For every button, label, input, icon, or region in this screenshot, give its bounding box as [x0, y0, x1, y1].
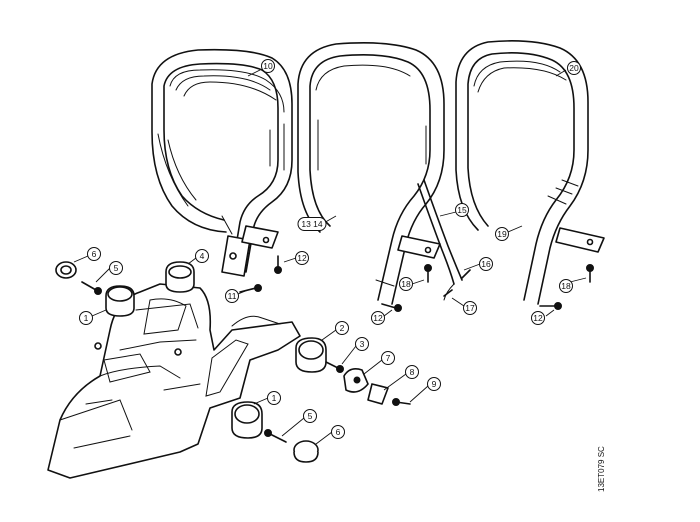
- callout-13-14: 13 14: [297, 217, 327, 231]
- svg-text:7: 7: [386, 353, 391, 363]
- svg-text:5: 5: [308, 411, 313, 421]
- svg-text:1: 1: [272, 393, 277, 403]
- callout-5-top: 5: [109, 261, 123, 275]
- leader-lines: [73, 69, 587, 445]
- svg-text:11: 11: [228, 291, 237, 301]
- callout-17: 17: [463, 301, 477, 315]
- svg-text:2: 2: [340, 323, 345, 333]
- svg-text:12: 12: [533, 313, 543, 323]
- callout-18-right: 18: [559, 279, 573, 293]
- svg-text:8: 8: [410, 367, 415, 377]
- chainsaw-housing: [47, 283, 301, 479]
- svg-text:17: 17: [465, 303, 475, 313]
- callout-19: 19: [495, 227, 509, 241]
- callout-10: 10: [261, 59, 275, 73]
- callout-6-top: 6: [87, 247, 101, 261]
- callout-1-lower: 1: [267, 391, 281, 405]
- svg-text:6: 6: [92, 249, 97, 259]
- callout-15: 15: [455, 203, 469, 217]
- svg-text:10: 10: [263, 61, 273, 71]
- svg-text:6: 6: [336, 427, 341, 437]
- svg-text:20: 20: [569, 63, 579, 73]
- callout-5-lower: 5: [303, 409, 317, 423]
- callout-1-top: 1: [79, 311, 93, 325]
- svg-text:9: 9: [432, 379, 437, 389]
- callout-6-lower: 6: [331, 425, 345, 439]
- svg-text:15: 15: [457, 205, 467, 215]
- callout-3: 3: [355, 337, 369, 351]
- handlebar-19-20: [455, 40, 605, 305]
- drawing-code: 13ET079 SC: [597, 446, 606, 492]
- svg-text:16: 16: [481, 259, 491, 269]
- svg-text:18: 18: [561, 281, 571, 291]
- svg-text:1: 1: [84, 313, 89, 323]
- callout-16: 16: [479, 257, 493, 271]
- svg-text:5: 5: [114, 263, 119, 273]
- callout-11: 11: [225, 289, 239, 303]
- callout-18-middle: 18: [399, 277, 413, 291]
- callout-12-right: 12: [531, 311, 545, 325]
- svg-text:18: 18: [401, 279, 411, 289]
- svg-text:12: 12: [297, 253, 307, 263]
- handlebar-10: [151, 48, 293, 277]
- callout-8: 8: [405, 365, 419, 379]
- svg-text:4: 4: [200, 251, 205, 261]
- callout-4: 4: [195, 249, 209, 263]
- svg-text:19: 19: [497, 229, 507, 239]
- svg-text:13 14: 13 14: [301, 219, 323, 229]
- small-parts: [55, 255, 594, 463]
- callout-12-middle: 12: [371, 311, 385, 325]
- callout-7: 7: [381, 351, 395, 365]
- callout-2: 2: [335, 321, 349, 335]
- callout-12-left: 12: [295, 251, 309, 265]
- svg-text:3: 3: [360, 339, 365, 349]
- callout-9: 9: [427, 377, 441, 391]
- callout-20: 20: [567, 61, 581, 75]
- svg-text:12: 12: [373, 313, 383, 323]
- handlebar-13-14: [297, 42, 463, 305]
